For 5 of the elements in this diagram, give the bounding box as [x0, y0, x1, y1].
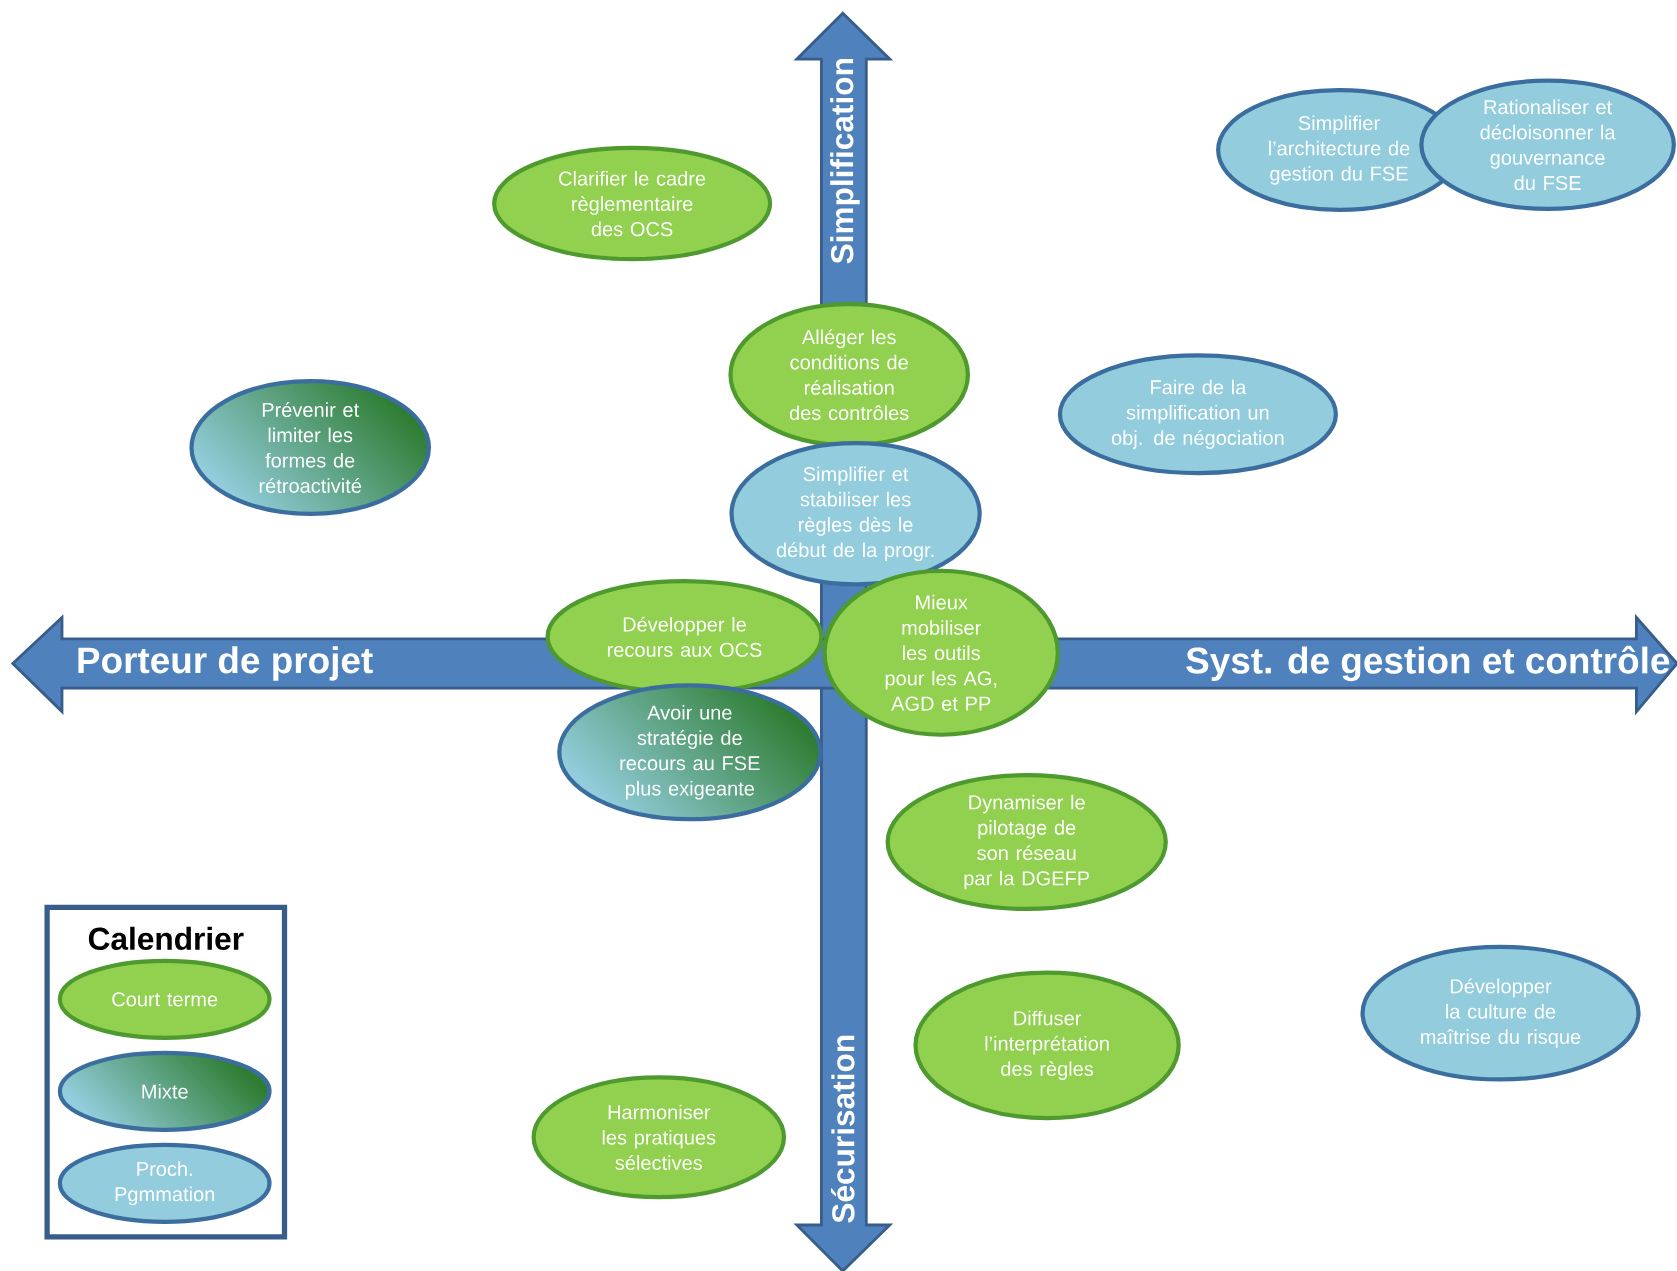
- axis-label: Syst. de gestion et contrôle: [1186, 645, 1670, 682]
- axis-label: Simplification: [830, 59, 860, 264]
- axis-label: Porteur de projet: [78, 646, 373, 681]
- legend-title: Calendrier: [88, 926, 244, 950]
- axis-label: Sécurisation: [831, 1035, 855, 1223]
